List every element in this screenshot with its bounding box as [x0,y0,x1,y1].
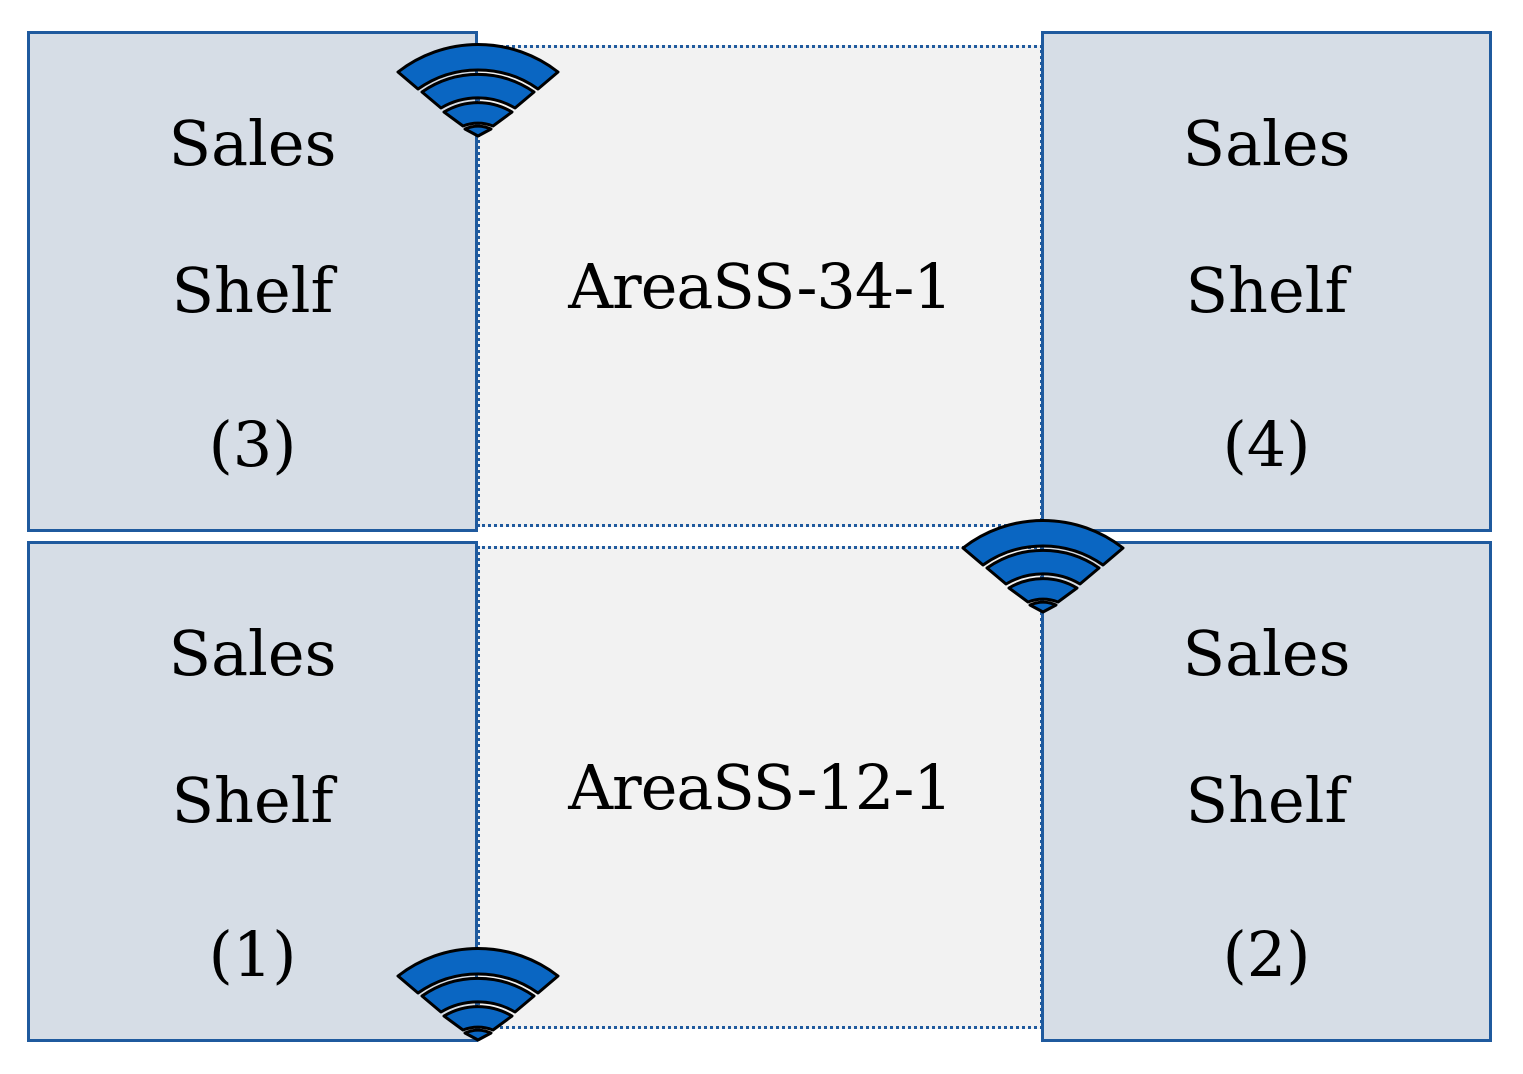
wifi-icon [396,947,560,1042]
shelf-line-2: Shelf [1185,764,1348,837]
wifi-icon [961,519,1125,614]
shelf-line-1: Sales [1182,107,1351,180]
sales-shelf-2: Sales Shelf (2) [1041,541,1492,1042]
aisle-area-bottom: AreaSS-12-1 [477,546,1043,1029]
shelf-number: (1) [208,918,297,991]
shelf-line-2: Shelf [171,764,334,837]
wifi-icon [396,43,560,138]
shelf-line-2: Shelf [171,254,334,327]
shelf-number: (3) [208,408,297,481]
aisle-area-top: AreaSS-34-1 [477,45,1043,527]
aisle-label-bottom: AreaSS-12-1 [568,751,952,824]
shelf-line-2: Shelf [1185,254,1348,327]
shelf-number: (2) [1222,918,1311,991]
shelf-line-1: Sales [1182,617,1351,690]
sales-shelf-3: Sales Shelf (3) [27,31,478,532]
shelf-line-1: Sales [168,617,337,690]
shelf-line-1: Sales [168,107,337,180]
shelf-number: (4) [1222,408,1311,481]
sales-shelf-1: Sales Shelf (1) [27,541,478,1042]
aisle-label-top: AreaSS-34-1 [568,249,952,323]
sales-shelf-4: Sales Shelf (4) [1041,31,1492,532]
